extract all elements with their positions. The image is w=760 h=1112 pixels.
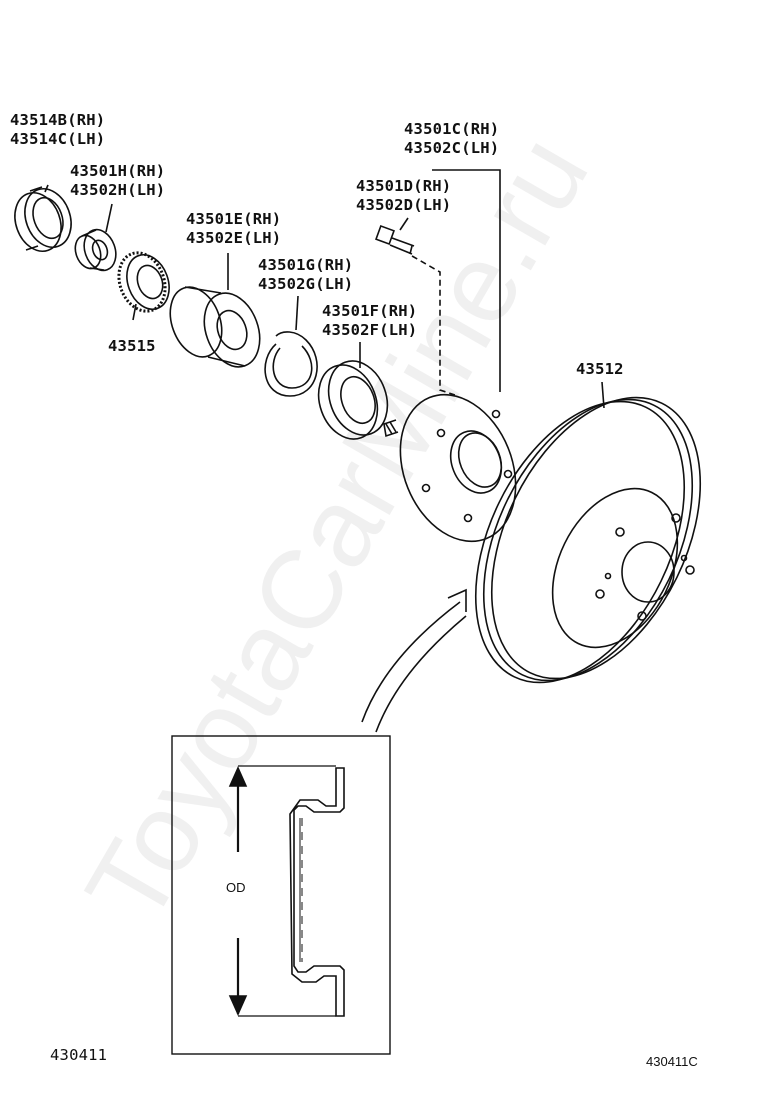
disc-rotor-43512-illustration [474, 396, 702, 684]
seal-43514-illustration [14, 186, 72, 252]
leader-43501c [432, 169, 501, 392]
part-number: 43502F(LH) [322, 321, 418, 339]
leader-43514 [44, 184, 49, 193]
part-number: 43502G(LH) [258, 275, 354, 293]
part-number: 43501G(RH) [258, 256, 354, 274]
part-number: 43501F(RH) [322, 302, 418, 320]
leader-43501d [399, 217, 409, 231]
part-number: 43502E(LH) [186, 229, 282, 247]
label-43512: 43512 [576, 360, 624, 379]
part-number: 43501H(RH) [70, 162, 166, 180]
bearing-43501f-illustration [317, 360, 389, 440]
part-number: 43501D(RH) [356, 177, 452, 195]
label-43501d: 43501D(RH) 43502D(LH) [356, 177, 451, 215]
label-43501e: 43501E(RH) 43502E(LH) [186, 210, 281, 248]
label-43514: 43514B(RH) 43514C(LH) [10, 111, 105, 149]
label-43501g: 43501G(RH) 43502G(LH) [258, 256, 353, 294]
snap-ring-43501g-illustration [264, 331, 318, 397]
part-number: 43512 [576, 360, 624, 378]
part-number: 43514C(LH) [10, 130, 106, 148]
dashed-bolt-path [411, 255, 456, 396]
section-inset [171, 735, 391, 1055]
label-43501f: 43501F(RH) 43502F(LH) [322, 302, 417, 340]
part-number: 43502H(LH) [70, 181, 166, 199]
sensor-rotor-43515-illustration [117, 251, 170, 313]
part-number: 43501C(RH) [404, 120, 500, 138]
bearing-43501h-illustration [74, 228, 117, 272]
label-43515: 43515 [108, 337, 156, 356]
hub-bolt-43501d-illustration [375, 225, 415, 255]
part-number: 43514B(RH) [10, 111, 106, 129]
hub-43501c-illustration [383, 393, 517, 543]
bearing-43501e-illustration [169, 286, 261, 368]
figure-id-left: 430411 [50, 1046, 108, 1064]
leader-43512 [601, 381, 605, 409]
label-43501c: 43501C(RH) 43502C(LH) [404, 120, 499, 158]
leader-43501g [295, 295, 299, 331]
figure-id-right: 430411C [646, 1054, 698, 1069]
part-number: 43501E(RH) [186, 210, 282, 228]
part-number: 43515 [108, 337, 156, 355]
leader-43515 [132, 303, 137, 321]
leader-43501h [105, 203, 113, 233]
part-number: 43502C(LH) [404, 139, 500, 157]
detail-pointer-arrow [361, 588, 467, 733]
label-43501h: 43501H(RH) 43502H(LH) [70, 162, 165, 200]
part-number: 43502D(LH) [356, 196, 452, 214]
od-label: OD [226, 880, 246, 895]
